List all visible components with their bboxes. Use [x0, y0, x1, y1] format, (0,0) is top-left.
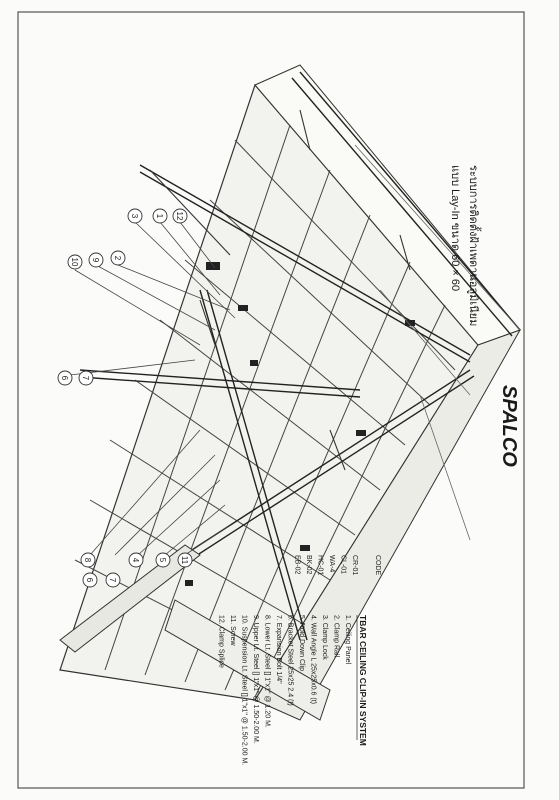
- callout-12: 12: [172, 208, 188, 224]
- legend-code-header: CODE: [374, 555, 381, 576]
- callout-circle: [152, 208, 168, 224]
- legend-code: CR-01: [351, 555, 358, 575]
- callout-number: 12: [175, 212, 184, 221]
- callout-number: 3: [130, 214, 139, 219]
- callout-10: 10: [67, 254, 83, 270]
- callout-circle: [172, 208, 188, 224]
- callout-circle: [80, 552, 96, 568]
- wall-angle: [59, 544, 201, 653]
- sheet-border: [17, 11, 525, 789]
- callout-number: 4: [131, 558, 140, 563]
- callout-number: 7: [81, 376, 90, 381]
- legend-code: BK-02: [305, 555, 312, 575]
- legend-item: 4. Wall Angle L 25x25x0.6 (t): [310, 615, 317, 704]
- callout-group: 3 1 12 10 9 2 6 7 8 6 7 4 5 11: [57, 208, 193, 588]
- callout-number: 5: [158, 558, 167, 563]
- callout-number: 1: [155, 214, 164, 219]
- callout-7: 7: [105, 572, 121, 588]
- legend-item: 10. Suspension Lt. Steel [] 1"x1" @ 1.50…: [241, 615, 248, 765]
- callout-circle: [155, 552, 171, 568]
- legend-item: 7. Expansion Bolt 1/4": [275, 615, 282, 684]
- legend-item: 2. Clamp Rail: [333, 615, 340, 657]
- caption-system: แบบ Lay-In ขนาด 60 × 60: [449, 165, 461, 291]
- callout-number: 11: [180, 556, 189, 565]
- callout-2: 2: [110, 250, 126, 266]
- brand-block: SPALCO: [498, 385, 520, 467]
- callout-circle: [88, 252, 104, 268]
- legend-item: 6. Bracket Steel 25x25 2.4 (t): [287, 615, 294, 706]
- callout-number: 10: [70, 258, 79, 267]
- callout-1: 1: [152, 208, 168, 224]
- legend-code: EB-02: [294, 555, 301, 575]
- callout-5: 5: [155, 552, 171, 568]
- legend-item: 3. Clamp Lock: [321, 615, 328, 660]
- caption-block: ระบบการติดตั้งฝ้าเพดานอลูมิเนียม แบบ Lay…: [449, 165, 482, 326]
- legend-item: 11. Screw: [229, 615, 236, 647]
- callout-7: 7: [78, 370, 94, 386]
- callout-circle: [78, 370, 94, 386]
- wall-plate: [164, 599, 331, 721]
- callout-number: 6: [85, 578, 94, 583]
- legend-block: TBAR CEILING CLIP-IN SYSTEM CODE 1. Ceil…: [218, 555, 382, 765]
- callout-circle: [110, 250, 126, 266]
- legend-code: WA-4: [328, 555, 335, 572]
- callout-circle: [127, 208, 143, 224]
- callout-number: 9: [91, 258, 100, 263]
- callout-3: 3: [127, 208, 143, 224]
- callout-number: 6: [60, 376, 69, 381]
- callout-circle: [57, 370, 73, 386]
- brand-logo: SPALCO: [498, 385, 520, 467]
- callout-circle: [128, 552, 144, 568]
- callout-circle: [67, 254, 83, 270]
- legend-item: 8. Lower Lt. Steel [] 1"x1" @ 1.20 M.: [264, 615, 271, 728]
- legend-title: TBAR CEILING CLIP-IN SYSTEM: [358, 615, 368, 746]
- callout-circle: [82, 572, 98, 588]
- callout-circle: [105, 572, 121, 588]
- hanger-rods: [149, 109, 411, 471]
- callout-circle: [177, 552, 193, 568]
- legend-item: 1. Ceiling Panel: [344, 615, 351, 664]
- callout-number: 2: [113, 256, 122, 261]
- callout-6: 6: [57, 370, 73, 386]
- callout-11: 11: [177, 552, 193, 568]
- legend-item: 12. Clamp Splice: [218, 615, 225, 668]
- legend-item: 9. Upper Lt. Steel [] 1"x1" @ 1.50-2.00 …: [252, 615, 259, 744]
- legend-item: 5. Hold Down Clip: [298, 615, 305, 671]
- callout-9: 9: [88, 252, 104, 268]
- dimension-lines: [354, 144, 521, 541]
- callout-number: 8: [83, 558, 92, 563]
- legend-code: CL-01: [340, 555, 347, 574]
- callout-8: 8: [80, 552, 96, 568]
- leader-lines: [69, 221, 236, 556]
- caption-thai: ระบบการติดตั้งฝ้าเพดานอลูมิเนียม: [467, 165, 482, 326]
- callout-number: 7: [108, 578, 117, 583]
- callout-4: 4: [128, 552, 144, 568]
- callout-6: 6: [82, 572, 98, 588]
- legend-code: HC-01: [317, 555, 324, 575]
